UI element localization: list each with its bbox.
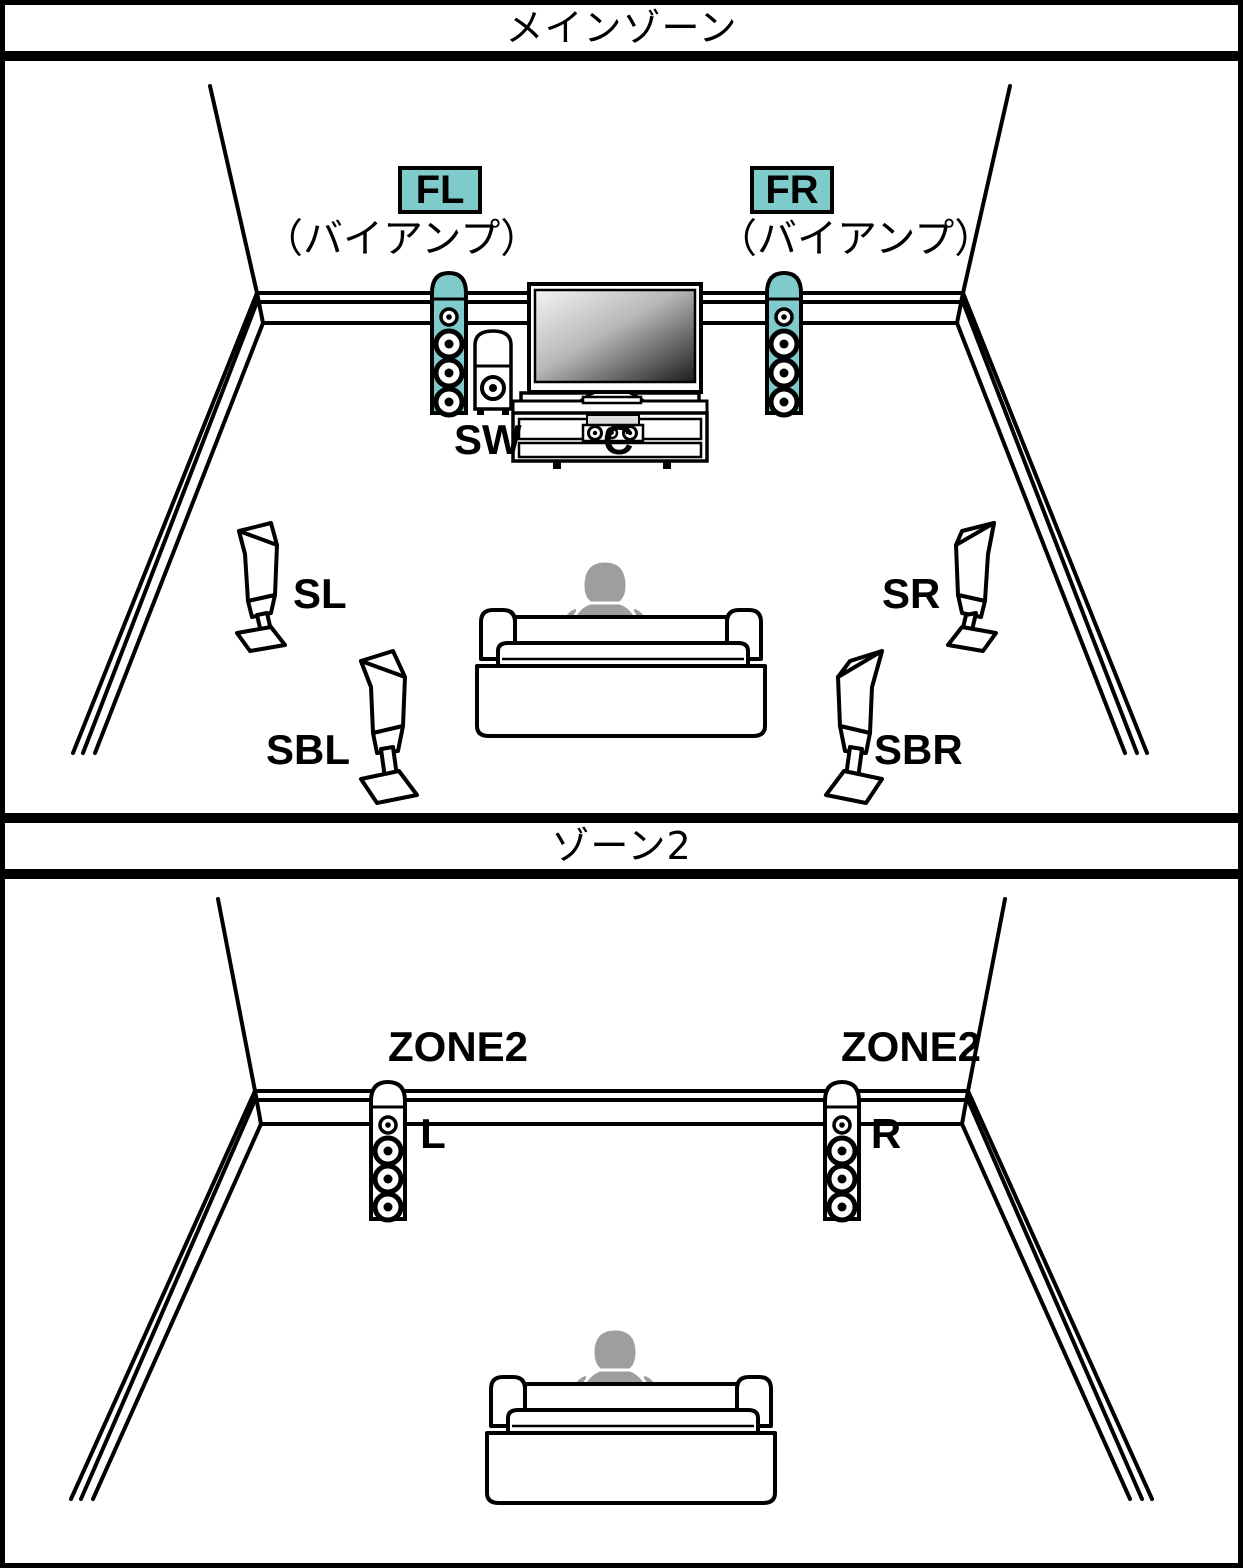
center-speaker-graphic bbox=[581, 414, 645, 443]
fl-speaker-graphic bbox=[430, 270, 468, 418]
zone2-left-label: ZONE2 L bbox=[318, 981, 528, 1199]
zone2-sofa-person-graphic bbox=[485, 1327, 777, 1505]
sbl-label: SBL bbox=[266, 726, 350, 773]
fr-speaker-graphic bbox=[765, 270, 803, 418]
fl-label-chip: FL bbox=[398, 166, 482, 214]
sl-label: SL bbox=[293, 570, 347, 617]
subwoofer-graphic bbox=[473, 329, 513, 415]
sr-label: SR bbox=[882, 570, 941, 617]
zone2-left-label-line2: L bbox=[420, 1110, 446, 1158]
zone2-right-label: ZONE2 R bbox=[771, 981, 981, 1199]
tv-graphic bbox=[527, 282, 703, 394]
zone2-title: ゾーン2 bbox=[551, 824, 692, 868]
sl-speaker-graphic bbox=[235, 521, 287, 653]
zone2-title-bar: ゾーン2 bbox=[0, 818, 1243, 874]
fl-biamp-note: （バイアンプ） bbox=[263, 216, 541, 262]
sbl-speaker-graphic bbox=[359, 649, 419, 805]
c-label: C bbox=[603, 416, 634, 463]
zone2-right-label-line1: ZONE2 bbox=[841, 1022, 982, 1070]
sw-label: SW bbox=[454, 416, 522, 463]
sbr-label: SBR bbox=[874, 726, 963, 773]
zone2-room-graphic bbox=[69, 897, 1154, 1505]
zone2-left-label-line1: ZONE2 bbox=[388, 1022, 529, 1070]
sr-speaker-graphic bbox=[946, 521, 998, 653]
main-zone-panel: FL （バイアンプ） FR （バイアンプ） SW C SL SR SBL SBR bbox=[0, 56, 1243, 818]
main-zone-room-graphic bbox=[71, 84, 1149, 805]
fr-biamp-note: （バイアンプ） bbox=[717, 216, 995, 262]
main-zone-title: メインゾーン bbox=[505, 6, 738, 50]
main-zone-title-bar: メインゾーン bbox=[0, 0, 1243, 56]
fr-label-chip: FR bbox=[750, 166, 834, 214]
zone2-right-speaker-graphic bbox=[823, 1079, 861, 1223]
zone2-right-label-line2: R bbox=[870, 1110, 902, 1158]
zone2-panel: ZONE2 L ZONE2 R bbox=[0, 874, 1243, 1568]
sbr-speaker-graphic bbox=[824, 649, 884, 805]
sofa-person-graphic bbox=[475, 559, 767, 738]
zone2-left-speaker-graphic bbox=[369, 1079, 407, 1223]
